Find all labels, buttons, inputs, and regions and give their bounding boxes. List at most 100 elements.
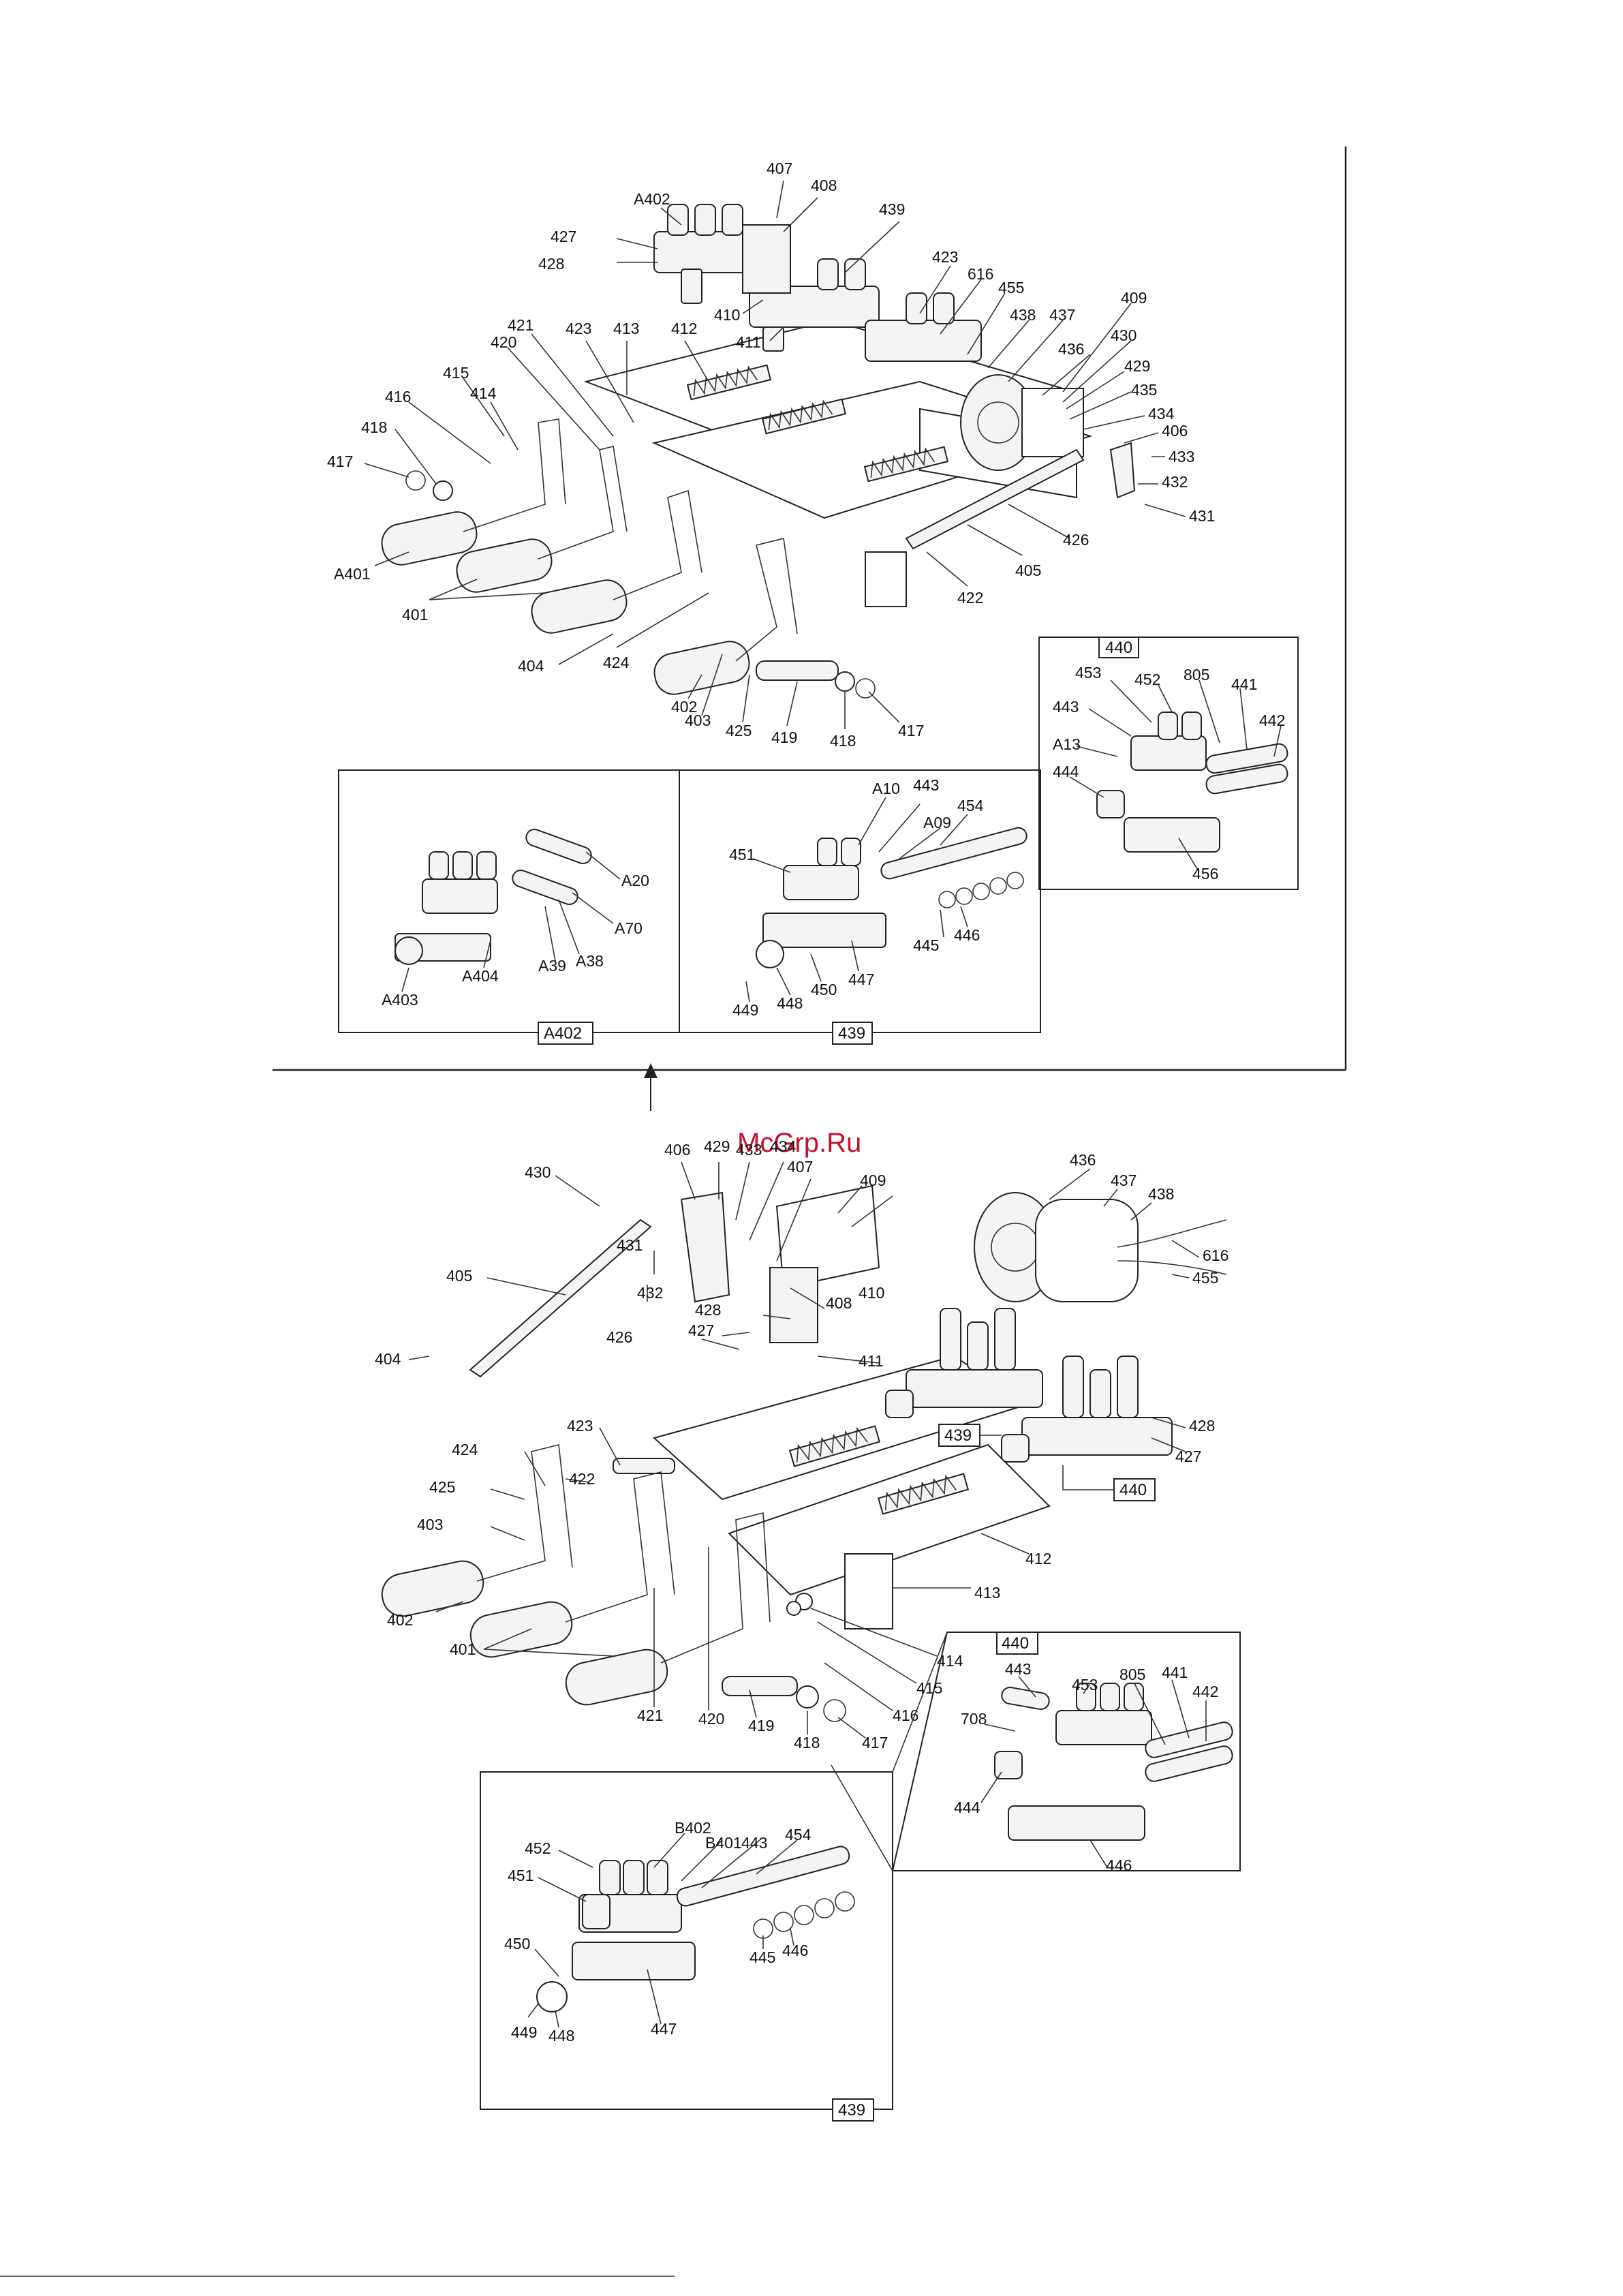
callout: 407 — [787, 1158, 813, 1176]
callout: 446 — [1106, 1856, 1132, 1874]
callout: 430 — [1111, 326, 1137, 344]
callout: 418 — [830, 732, 856, 750]
upper-washer-418 — [835, 671, 855, 692]
callout: 412 — [671, 320, 697, 337]
callout: 408 — [811, 177, 837, 194]
watermark: McGrp.Ru — [737, 1128, 861, 1158]
lower-assembly: 439 440 — [375, 1137, 1241, 2122]
callout: 423 — [932, 248, 958, 266]
callout: 401 — [402, 606, 428, 624]
lower-plate-409 — [775, 1184, 880, 1289]
callout: 708 — [961, 1710, 987, 1728]
upper-pedal-1 — [381, 418, 566, 566]
lower-tag-439 — [938, 1424, 980, 1447]
callout: 421 — [508, 316, 534, 334]
callout: 419 — [748, 1717, 774, 1734]
tag-label: 440 — [1119, 1481, 1147, 1499]
upper-valve-block-right — [865, 292, 982, 362]
lower-link-405 — [469, 1219, 652, 1378]
callout: 455 — [998, 279, 1024, 296]
inset-box-label: 440 — [1002, 1634, 1029, 1653]
callout: A404 — [462, 967, 499, 985]
callout: 446 — [782, 1942, 808, 1959]
callout: 428 — [695, 1301, 721, 1319]
callout: 434 — [1148, 405, 1175, 423]
upper-valve-block-center — [749, 258, 880, 352]
tag-leader — [1062, 1465, 1114, 1490]
callout: 429 — [1124, 357, 1150, 375]
link-405 — [905, 448, 1085, 550]
callout: 409 — [1121, 289, 1147, 307]
callout: 426 — [606, 1328, 632, 1346]
inset-box-label: 439 — [838, 2101, 865, 2119]
callout: 441 — [1231, 675, 1257, 693]
tag-label: 439 — [944, 1426, 972, 1445]
callout: 427 — [688, 1321, 714, 1339]
upper-leader-lines — [364, 180, 1186, 729]
callout: 425 — [429, 1478, 455, 1496]
callout: 453 — [1075, 664, 1101, 682]
upper-pedal-2 — [456, 446, 628, 593]
callout: 413 — [613, 320, 639, 337]
callout: 415 — [443, 364, 469, 382]
callout: 447 — [651, 2020, 677, 2038]
callout: 406 — [1162, 422, 1188, 440]
callout: 413 — [974, 1584, 1000, 1602]
callout: 433 — [1169, 448, 1194, 465]
lower-pedal-3 — [565, 1512, 771, 1706]
bracket-406 — [1109, 442, 1136, 499]
upper-inset-A402: A402 A20 A70 A39 A38 A404 A403 — [338, 769, 680, 1045]
upper-ring-left — [405, 470, 426, 491]
callout: 451 — [508, 1867, 534, 1884]
upper-pedal-3 — [531, 489, 702, 634]
callout: 450 — [811, 981, 837, 998]
callout: 435 — [1131, 381, 1157, 399]
callout: A39 — [538, 957, 566, 975]
callout: 444 — [1053, 763, 1079, 780]
inset-box-label: A402 — [544, 1024, 582, 1043]
callout: 448 — [777, 994, 803, 1012]
inset-box-label: 440 — [1105, 639, 1132, 657]
callout: 417 — [898, 722, 924, 739]
callout: 415 — [916, 1679, 942, 1697]
callout: 616 — [968, 265, 993, 283]
callout: 425 — [726, 722, 752, 739]
callout: 431 — [617, 1236, 643, 1254]
callout: 405 — [446, 1267, 472, 1285]
lower-motor — [974, 1192, 1227, 1302]
callout: A13 — [1053, 735, 1081, 753]
callout: 404 — [518, 657, 544, 675]
lower-bracket-406 — [680, 1191, 730, 1303]
callout: 443 — [1053, 698, 1079, 716]
callout: 410 — [714, 306, 740, 324]
upper-valve-block-left — [653, 204, 757, 304]
callout: 445 — [749, 1948, 775, 1966]
callout: 454 — [785, 1826, 812, 1843]
callout: 420 — [698, 1710, 724, 1728]
callout: 436 — [1058, 340, 1084, 358]
callout: 805 — [1184, 666, 1209, 684]
callout: 412 — [1025, 1550, 1051, 1567]
lower-inset-439: 439 B40 — [480, 1632, 948, 2122]
callout: 427 — [1175, 1448, 1201, 1465]
callout: 436 — [1070, 1151, 1096, 1169]
bracket-plate — [865, 551, 907, 607]
direction-arrow — [644, 1063, 658, 1111]
callout: 402 — [671, 698, 697, 716]
upper-motor — [960, 374, 1084, 471]
upper-callouts: 407 408 A402 427 428 439 423 616 455 438… — [327, 159, 1215, 750]
callout: 428 — [1189, 1417, 1215, 1435]
callout: 403 — [685, 711, 711, 729]
lower-valve-block-1 — [885, 1308, 1043, 1418]
inset-box-label: 439 — [838, 1024, 865, 1043]
callout: 432 — [1162, 473, 1188, 491]
callout: 403 — [417, 1516, 443, 1533]
lower-bracket-413 — [844, 1553, 893, 1629]
lower-valve-block-2 — [1001, 1356, 1173, 1463]
callout: 401 — [450, 1640, 476, 1658]
callout: 423 — [567, 1417, 593, 1435]
callout: 455 — [1192, 1269, 1218, 1287]
upper-spring-1 — [686, 364, 772, 401]
callout: 406 — [664, 1141, 690, 1159]
callout: 438 — [1148, 1185, 1174, 1203]
